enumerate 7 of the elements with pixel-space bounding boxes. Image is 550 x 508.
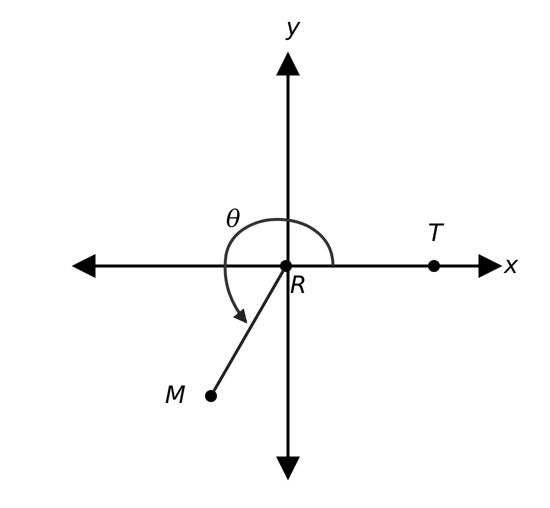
axis-label: x	[504, 252, 518, 278]
point-label: M	[165, 382, 186, 408]
point-label: T	[428, 220, 443, 246]
angle-label: θ	[226, 206, 240, 232]
line-segment	[212, 270, 284, 392]
axis-label: y	[286, 14, 300, 40]
point-label: R	[290, 272, 307, 298]
